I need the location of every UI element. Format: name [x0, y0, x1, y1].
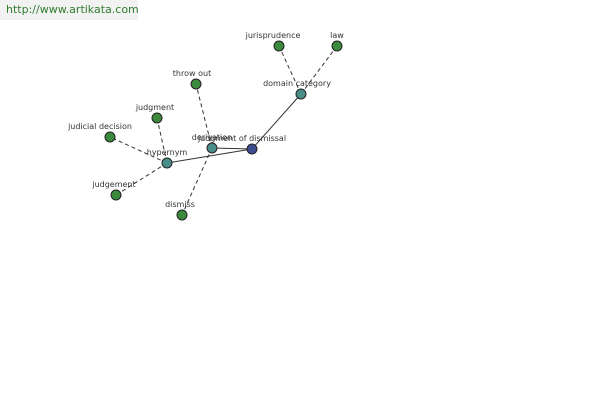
leaf-throw-out-node[interactable]: [190, 78, 202, 90]
relation-hypernym-node[interactable]: [161, 157, 173, 169]
edge-derivation: [211, 147, 253, 150]
relation-hypernym-label[interactable]: hypernym: [147, 148, 188, 157]
watermark-url[interactable]: http://www.artikata.com: [0, 0, 139, 20]
leaf-dismiss-label[interactable]: dismiss: [165, 200, 195, 209]
relation-domain-category-label[interactable]: domain category: [263, 79, 331, 88]
leaf-judgment-label[interactable]: judgment: [135, 103, 174, 112]
leaf-law-label[interactable]: law: [330, 31, 344, 40]
relation-domain-category-node[interactable]: [295, 88, 307, 100]
leaf-throw-out-label[interactable]: throw out: [173, 69, 211, 78]
leaf-judgement-label[interactable]: judgement: [91, 180, 135, 189]
relation-derivation-label[interactable]: derivation: [192, 133, 232, 142]
edge-judgment: [156, 117, 168, 164]
center-judgment-of-dismissal-label[interactable]: judgment of dismissal: [197, 134, 286, 143]
leaf-judicial-decision-node[interactable]: [104, 131, 116, 143]
leaf-jurisprudence-label[interactable]: jurisprudence: [245, 31, 301, 40]
edge-judicial-decision: [109, 136, 168, 164]
edge-dismiss: [181, 147, 213, 216]
leaf-judicial-decision-label[interactable]: judicial decision: [67, 122, 132, 131]
edge-hypernym: [166, 148, 253, 164]
relation-derivation-node[interactable]: [206, 142, 218, 154]
edge-judgement: [115, 162, 168, 196]
leaf-dismiss-node[interactable]: [176, 209, 188, 221]
leaf-jurisprudence-node[interactable]: [273, 40, 285, 52]
leaf-law-node[interactable]: [331, 40, 343, 52]
center-judgment-of-dismissal-node[interactable]: [246, 143, 258, 155]
edge-jurisprudence: [278, 45, 302, 95]
edge-law: [300, 45, 338, 95]
edge-domain-category: [251, 93, 302, 150]
edge-throw-out: [195, 83, 213, 149]
leaf-judgement-node[interactable]: [110, 189, 122, 201]
leaf-judgment-node[interactable]: [151, 112, 163, 124]
